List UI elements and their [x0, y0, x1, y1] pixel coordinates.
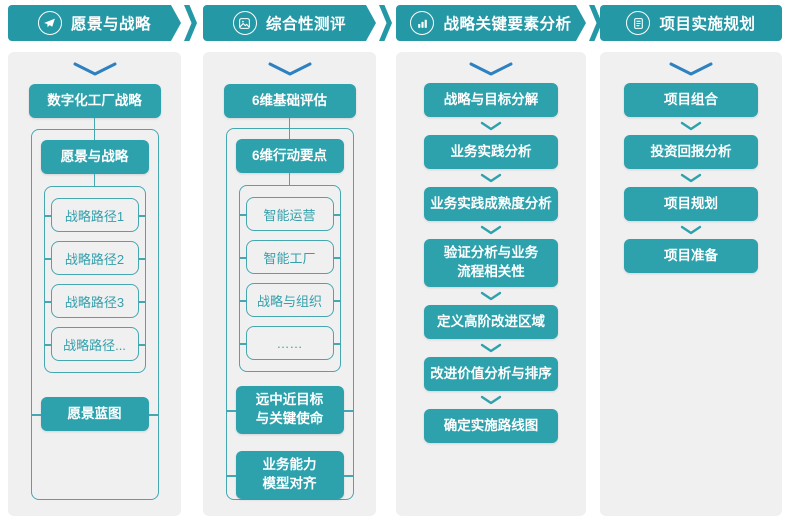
- connector-line: [288, 173, 291, 185]
- connector-line: [288, 129, 291, 139]
- connector-line: [148, 414, 158, 416]
- chevron-down-icon: [267, 61, 313, 77]
- path-group: 战略路径1 战略路径2 战略路径3 战略路径...: [43, 186, 146, 373]
- banner-separator-chevron: [379, 5, 392, 41]
- tick-row: 远中近目标 与关键使命: [226, 386, 353, 434]
- banner-arrow: 战略关键要素分析: [396, 5, 586, 41]
- bottom-box: 愿景蓝图: [40, 397, 149, 431]
- path-item: 智能运营: [239, 197, 340, 231]
- top-box: 数字化工厂战略: [28, 84, 161, 118]
- chevron-down-icon: [480, 121, 502, 131]
- section-header-box: 6维行动要点: [235, 139, 344, 173]
- banner-arrow: 综合性测评: [203, 5, 376, 41]
- path-item: ……: [239, 326, 340, 360]
- banner-label: 愿景与战略: [70, 16, 151, 33]
- tick-row: 业务能力 模型对齐: [226, 451, 353, 499]
- chevron-down-icon: [468, 61, 514, 77]
- connector-line: [288, 118, 291, 128]
- banner-label: 战略关键要素分析: [443, 16, 572, 33]
- connector-line: [31, 414, 41, 416]
- image-icon: [233, 11, 257, 35]
- connector-line: [343, 410, 353, 412]
- outer-container: 愿景与战略 战略路径1 战略路径2 战略路径3 战略路径... 愿景蓝图: [30, 129, 159, 500]
- step-box: 定义高阶改进区域: [424, 305, 558, 339]
- chevron-down-icon: [668, 61, 714, 77]
- bottom-box: 远中近目标 与关键使命: [235, 386, 344, 434]
- chevron-down-icon: [480, 291, 502, 301]
- stage-banner-analysis: 战略关键要素分析: [396, 5, 602, 41]
- path-item: 战略路径...: [44, 327, 145, 361]
- column-key-element-analysis: 战略与目标分解 业务实践分析 业务实践成熟度分析 验证分析与业务 流程相关性 定…: [396, 52, 586, 516]
- step-box: 投资回报分析: [624, 135, 758, 169]
- connector-line: [226, 410, 236, 412]
- chevron-down-icon: [480, 395, 502, 405]
- step-box: 确定实施路线图: [424, 409, 558, 443]
- path-item: 战略路径2: [44, 241, 145, 275]
- bottom-box: 业务能力 模型对齐: [235, 451, 344, 499]
- column-vision-strategy: 数字化工厂战略 愿景与战略 战略路径1 战略路径2 战略路径3 战略路径... …: [8, 52, 181, 516]
- step-box: 业务实践成熟度分析: [424, 187, 558, 221]
- paper-plane-icon: [38, 11, 62, 35]
- path-item: 战略与组织: [239, 283, 340, 317]
- step-box: 业务实践分析: [424, 135, 558, 169]
- chevron-down-icon: [680, 121, 702, 131]
- chevron-down-icon: [72, 61, 118, 77]
- path-item: 战略路径1: [44, 198, 145, 232]
- path-group: 智能运营 智能工厂 战略与组织 ……: [238, 185, 341, 372]
- connector-line: [343, 475, 353, 477]
- connector-line: [93, 174, 96, 186]
- step-box: 战略与目标分解: [424, 83, 558, 117]
- stage-banner-planning: 项目实施规划: [600, 5, 782, 41]
- stage-banner-vision: 愿景与战略: [8, 5, 197, 41]
- section-header-box: 愿景与战略: [40, 140, 149, 174]
- chevron-down-icon: [480, 173, 502, 183]
- banner-arrow: 项目实施规划: [600, 5, 782, 41]
- step-box: 项目组合: [624, 83, 758, 117]
- chevron-down-icon: [480, 343, 502, 353]
- path-item: 战略路径3: [44, 284, 145, 318]
- banner-arrow: 愿景与战略: [8, 5, 181, 41]
- chevron-down-icon: [680, 225, 702, 235]
- path-item: 智能工厂: [239, 240, 340, 274]
- step-box: 改进价值分析与排序: [424, 357, 558, 391]
- connector-line: [93, 118, 96, 129]
- top-box: 6维基础评估: [223, 84, 356, 118]
- banner-separator-chevron: [184, 5, 197, 41]
- column-implementation-planning: 项目组合 投资回报分析 项目规划 项目准备: [600, 52, 782, 516]
- banner-label: 项目实施规划: [659, 16, 756, 33]
- outer-container: 6维行动要点 智能运营 智能工厂 战略与组织 …… 远中近目标 与关键使命 业务…: [225, 128, 354, 500]
- connector-line: [93, 130, 96, 140]
- banner-label: 综合性测评: [265, 16, 346, 33]
- stage-banner-assessment: 综合性测评: [203, 5, 392, 41]
- step-box: 验证分析与业务 流程相关性: [424, 239, 558, 287]
- chevron-down-icon: [480, 225, 502, 235]
- tick-row: 愿景蓝图: [31, 397, 158, 431]
- step-box: 项目规划: [624, 187, 758, 221]
- document-icon: [626, 11, 651, 35]
- bar-chart-icon: [410, 11, 434, 35]
- step-box: 项目准备: [624, 239, 758, 273]
- column-comprehensive-assessment: 6维基础评估 6维行动要点 智能运营 智能工厂 战略与组织 …… 远中近目标 与…: [203, 52, 376, 516]
- connector-line: [226, 475, 236, 477]
- chevron-down-icon: [680, 173, 702, 183]
